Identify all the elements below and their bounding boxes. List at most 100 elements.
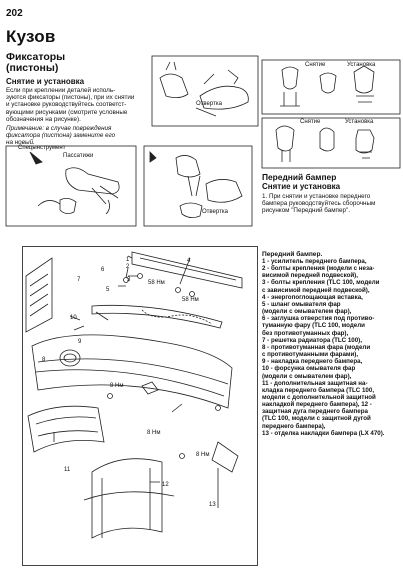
callout-3: 3 [127,277,131,283]
bumper-reinforcement [131,251,243,289]
clip-illustrations [5,55,401,227]
pliers-label: Пассатижи [63,153,94,159]
install2-label: Установка [345,119,374,125]
callout-7: 7 [77,277,81,283]
install-label: Установка [347,62,376,68]
legend-title: Передний бампер. [262,251,323,258]
legend-line: с противотуманными фарами), [262,351,359,359]
callout-8: 8 [42,357,46,363]
legend-line: модели с дополнительной защитной [262,393,376,401]
note-line: на новый. [6,139,35,147]
legend-line: 10 - форсунка омывателя фар [262,365,356,373]
torque-2: 58 Нм [182,297,199,303]
figure-frame-4 [261,59,401,115]
guard-panel [27,405,105,453]
torque-4: 8 Нм [147,430,161,436]
legend-line: без противотуманных фар), [262,329,349,337]
section-note: Примечание: в случае повреждения фиксато… [6,125,148,147]
legend-line: защитная дуга переднего бампера [262,408,368,416]
clip-fig-1 [159,73,189,98]
callout-6: 6 [101,267,105,273]
removal-label: Снятие [305,62,326,68]
legend-line: 11 - дополнительная защитная на- [262,379,368,387]
section-subheading: Снятие и установка [6,77,85,86]
tool-label: Спецынструмент [18,145,66,151]
body-line: и установке руководствуйтесь соответст- [6,101,127,109]
note-line: Примечание: в случае повреждения [6,125,112,132]
callout-1: 1 [126,257,130,263]
legend-line: 6 - заглушка отверстия под противо- [262,315,375,323]
legend-line: 8 - противотуманная фара (модели [262,343,371,351]
bolt [179,453,185,459]
legend-line: 13 - отделка накладки бампера (LX 470). [262,429,385,437]
legend-line: 4 - энергопоглощающая вставка, [262,293,363,301]
step-line: 1. При снятии и установке переднего [262,193,371,200]
bumper-heading: Передний бампер [262,172,337,182]
washer-hose [141,309,213,325]
hand-fig-2 [65,167,120,195]
section-heading-line1: Фиксаторы [6,51,66,63]
bumper-cover [31,334,233,409]
bolt [175,287,181,293]
section-heading-line2: (пистоны) [6,62,59,74]
legend-line: 1 - усилитель переднего бампера, [262,258,367,265]
callout-13: 13 [209,502,216,508]
figure-frame-5 [261,117,401,169]
callout-5: 5 [106,287,110,293]
page-number: 202 [6,8,23,19]
torque-1: 58 Нм [148,280,165,286]
hand-fig-3 [205,179,243,203]
section-heading: Фиксаторы (пистоны) [6,52,65,74]
body-line: зуются фиксаторы (пистоны), при их сняти… [6,94,135,102]
removal2-label: Снятие [300,119,321,125]
callout-10: 10 [70,315,77,321]
body-line: вующими рисунками (смотрите условные [6,108,128,116]
energy-absorber [91,304,223,329]
arrow-fig-2 [29,151,43,165]
legend-line: накладкой переднего бампера), 12 - [262,401,372,409]
callout-11: 11 [64,467,71,473]
legend-line: висимой передней подвеской), [262,272,358,280]
note-line: фиксатора (пистона) замените его [6,132,116,140]
bumper-exploded-diagram [25,251,243,539]
callout-4: 4 [187,258,191,264]
legend-line: кладка переднего бампера (TLC 100, [262,386,375,394]
legend-line: 3 - болты крепления (TLC 100, модели [262,279,380,287]
figure-frame-2 [5,145,137,227]
bolt [189,291,195,297]
legend-line: 5 - шланг омывателя фар [262,300,341,308]
torque-3: 8 Нм [110,383,124,389]
torque-5: 8 Нм [196,452,210,458]
bumper-legend: Передний бампер. 1 - усилитель переднего… [262,251,402,437]
bolt [107,393,113,399]
guard-bar [91,458,163,539]
callout-2: 2 [126,264,130,270]
legend-line: (модели с омывателем фар), [262,372,352,380]
legend-line: 9 - накладка переднего бампера, [262,358,363,366]
bolt [215,405,221,411]
plug [141,381,159,395]
screwdriver-label: Отвертка [196,101,222,107]
bumper-trim [211,441,239,473]
step-line: бампера руководствуйтесь сборочным [262,200,376,208]
figure-frame-1 [151,55,259,127]
legend-line: 2 - болты крепления (модели с неза- [262,265,375,273]
legend-line: переднего бампера), [262,422,326,430]
bumper-step: 1. При снятии и установке переднего бамп… [262,193,400,215]
hand-fig-1 [199,85,249,110]
page-title: Кузов [6,27,56,46]
legend-list: 1 - усилитель переднего бампера, 2 - бол… [262,258,402,437]
body-line: Если при креплении деталей исполь- [6,87,116,94]
radiator-grille [25,257,53,333]
legend-line: туманную фару (TLC 100, модели [262,322,365,330]
section-body: Если при креплении деталей исполь- зуютс… [6,87,148,123]
screwdriver2-label: Отвертка [202,209,228,215]
bumper-subheading: Снятие и установка [262,182,341,191]
figure-frame-3 [143,145,253,227]
body-line: обозначения на рисунке). [6,115,81,123]
callout-12: 12 [162,482,169,488]
legend-line: (модели с омывателем фар), [262,308,352,316]
bumper-diagram-frame [22,246,258,566]
bolt [137,273,143,279]
fog-lamp [59,349,81,367]
